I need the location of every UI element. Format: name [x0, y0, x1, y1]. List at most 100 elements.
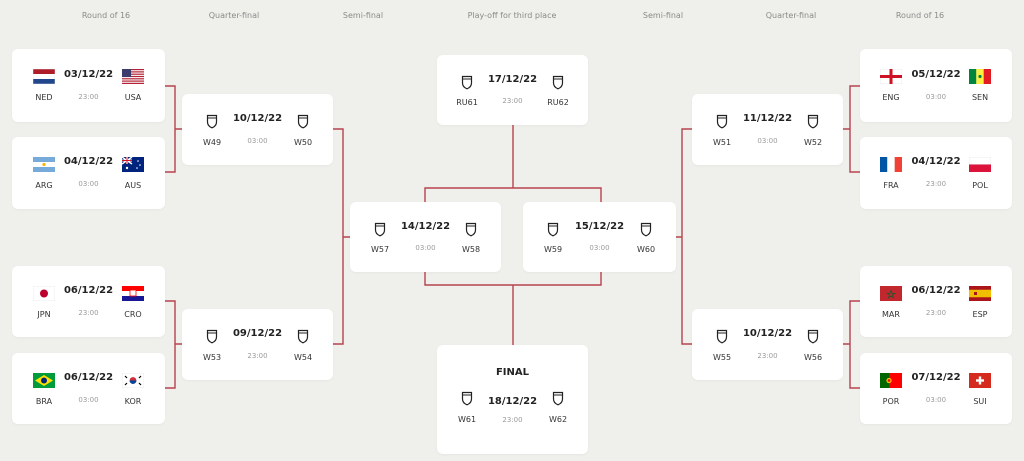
away-team-label: RU62	[547, 98, 569, 107]
portugal-flag-icon	[880, 373, 902, 388]
shield-icon	[640, 222, 652, 237]
match-card-bra-kor[interactable]: BRA KOR 06/12/22 03:00	[12, 353, 165, 424]
home-team-label: W51	[712, 138, 732, 147]
round-header-r16-left: Round of 16	[81, 11, 131, 20]
match-card-sf-w57-w58[interactable]: W57 W58 14/12/22 03:00	[350, 202, 501, 272]
australia-flag-icon	[122, 157, 144, 172]
home-team-label: MAR	[882, 310, 900, 319]
match-date: 06/12/22	[911, 285, 961, 297]
match-card-qf-w49-w50[interactable]: W49 W50 10/12/22 03:00	[182, 94, 333, 165]
shield-icon	[552, 75, 564, 90]
match-time: 23:00	[78, 92, 99, 101]
away-team-label: CRO	[124, 310, 142, 319]
home-team-label: W59	[543, 245, 563, 254]
england-flag-icon	[880, 69, 902, 84]
home-team-label: FRA	[883, 181, 899, 190]
match-card-third-place[interactable]: RU61 RU62 17/12/22 23:00	[437, 55, 588, 125]
home-team-label: POR	[882, 397, 900, 406]
shield-icon	[461, 75, 473, 90]
match-date: 15/12/22	[574, 220, 625, 232]
away-team-label: W60	[636, 245, 656, 254]
home-team-label: W55	[712, 353, 732, 362]
match-date: 11/12/22	[742, 113, 793, 125]
home-team-label: W61	[457, 415, 477, 424]
shield-icon	[206, 114, 218, 129]
france-flag-icon	[880, 157, 902, 172]
away-team-label: SEN	[971, 93, 989, 102]
match-card-qf-w51-w52[interactable]: W51 W52 11/12/22 03:00	[692, 94, 843, 165]
match-time: 23:00	[502, 97, 523, 105]
home-team-label: W53	[202, 353, 222, 362]
shield-icon	[552, 391, 564, 406]
match-date: 04/12/22	[63, 156, 114, 168]
match-time: 03:00	[925, 395, 947, 404]
shield-icon	[807, 329, 819, 344]
connector-r16-qf-right-top	[843, 85, 860, 173]
home-team-label: BRA	[35, 397, 53, 406]
away-team-label: POL	[972, 181, 988, 190]
shield-icon	[807, 114, 819, 129]
brazil-flag-icon	[33, 373, 55, 388]
match-time: 23:00	[925, 180, 947, 189]
match-time: 03:00	[247, 136, 268, 145]
round-header-qf-left: Quarter-final	[208, 11, 260, 20]
home-team-label: JPN	[37, 310, 51, 319]
shield-icon	[547, 222, 559, 237]
match-time: 03:00	[757, 136, 778, 145]
away-team-label: KOR	[124, 397, 142, 406]
final-title: FINAL	[495, 367, 530, 378]
match-card-por-sui[interactable]: POR SUI 07/12/22 03:00	[860, 353, 1012, 424]
match-date: 06/12/22	[63, 285, 114, 297]
match-time: 23:00	[502, 416, 523, 424]
match-date: 10/12/22	[232, 113, 283, 125]
match-date: 05/12/22	[911, 68, 961, 80]
home-team-label: RU61	[456, 98, 478, 107]
match-date: 04/12/22	[911, 156, 961, 168]
away-team-label: W58	[461, 245, 481, 254]
shield-icon	[716, 114, 728, 129]
match-card-eng-sen[interactable]: ENG SEN 05/12/22 03:00	[860, 49, 1012, 122]
match-time: 23:00	[78, 308, 99, 317]
match-time: 03:00	[415, 244, 436, 252]
match-card-mar-esp[interactable]: MAR ESP 06/12/22 23:00	[860, 266, 1012, 337]
korea-flag-icon	[122, 373, 144, 388]
match-date: 07/12/22	[911, 372, 961, 384]
match-time: 23:00	[757, 351, 778, 360]
match-card-ned-usa[interactable]: NED USA 03/12/22 23:00	[12, 49, 165, 122]
spain-flag-icon	[969, 286, 991, 301]
match-card-fra-pol[interactable]: FRA POL 04/12/22 23:00	[860, 137, 1012, 209]
round-header-qf-right: Quarter-final	[765, 11, 817, 20]
match-time: 23:00	[925, 308, 947, 317]
shield-icon	[716, 329, 728, 344]
match-date: 03/12/22	[63, 68, 114, 80]
argentina-flag-icon	[33, 157, 55, 172]
match-date: 18/12/22	[487, 396, 538, 407]
home-team-label: W57	[370, 245, 390, 254]
senegal-flag-icon	[969, 69, 991, 84]
match-card-arg-aus[interactable]: ARG AUS 04/12/22 03:00	[12, 137, 165, 209]
away-team-label: AUS	[124, 181, 142, 190]
match-card-sf-w59-w60[interactable]: W59 W60 15/12/22 03:00	[523, 202, 676, 272]
shield-icon	[374, 222, 386, 237]
match-card-final[interactable]: FINAL W61 W62 18/12/22 23:00	[437, 345, 588, 454]
match-card-qf-w53-w54[interactable]: W53 W54 09/12/22 23:00	[182, 309, 333, 380]
match-card-qf-w55-w56[interactable]: W55 W56 10/12/22 23:00	[692, 309, 843, 380]
shield-icon	[206, 329, 218, 344]
morocco-flag-icon	[880, 286, 902, 301]
away-team-label: ESP	[972, 310, 988, 319]
match-date: 17/12/22	[487, 73, 538, 85]
match-card-jpn-cro[interactable]: JPN CRO 06/12/22 23:00	[12, 266, 165, 337]
connector-r16-qf-right-bottom	[843, 300, 860, 389]
switzerland-flag-icon	[969, 373, 991, 388]
round-header-third-place: Play-off for third place	[467, 11, 557, 20]
round-header-sf-right: Semi-final	[642, 11, 684, 20]
match-time: 23:00	[247, 351, 268, 360]
home-team-label: W49	[202, 138, 222, 147]
usa-flag-icon	[122, 69, 144, 84]
japan-flag-icon	[33, 286, 55, 301]
poland-flag-icon	[969, 157, 991, 172]
away-team-label: W56	[803, 353, 823, 362]
away-team-label: W50	[293, 138, 313, 147]
shield-icon	[297, 329, 309, 344]
